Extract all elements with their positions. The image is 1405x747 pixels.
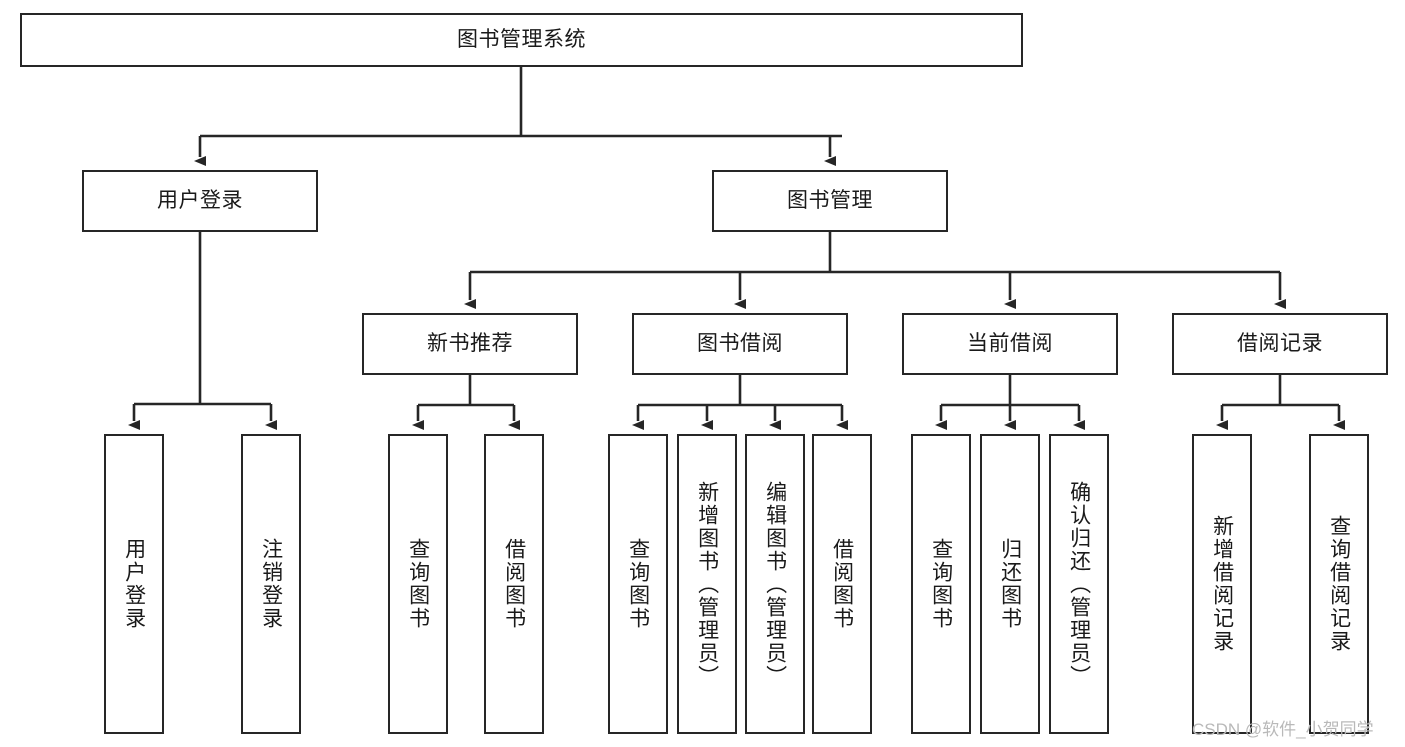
node-current-borrow-label: 当前借阅: [967, 331, 1053, 355]
node-leaf-query-book-2[interactable]: 查询图书: [608, 434, 668, 734]
node-leaf-borrow-book-2[interactable]: 借阅图书: [812, 434, 872, 734]
node-leaf-query-book-2-label: 查询图书: [626, 538, 650, 630]
node-root-label: 图书管理系统: [457, 27, 586, 51]
node-leaf-user-logout-label: 注销登录: [259, 538, 283, 630]
node-leaf-add-book-label: 新增图书（管理员）: [695, 480, 719, 688]
node-leaf-query-book-3[interactable]: 查询图书: [911, 434, 971, 734]
node-leaf-borrow-book-1-label: 借阅图书: [502, 538, 526, 630]
node-borrow-record-label: 借阅记录: [1237, 331, 1323, 355]
node-leaf-query-book-1-label: 查询图书: [406, 538, 430, 630]
node-leaf-edit-book[interactable]: 编辑图书（管理员）: [745, 434, 805, 734]
node-book-borrow-label: 图书借阅: [697, 331, 783, 355]
node-user-login-label: 用户登录: [157, 188, 243, 212]
watermark-text: CSDN @软件_小贺同学: [1192, 720, 1374, 739]
node-leaf-add-record-label: 新增借阅记录: [1210, 515, 1234, 653]
node-leaf-query-book-1[interactable]: 查询图书: [388, 434, 448, 734]
node-leaf-user-logout[interactable]: 注销登录: [241, 434, 301, 734]
node-book-management-label: 图书管理: [787, 188, 873, 212]
node-root[interactable]: 图书管理系统: [20, 13, 1023, 67]
node-leaf-user-login[interactable]: 用户登录: [104, 434, 164, 734]
node-book-borrow[interactable]: 图书借阅: [632, 313, 848, 375]
node-leaf-return-book-label: 归还图书: [998, 538, 1022, 630]
node-leaf-return-book[interactable]: 归还图书: [980, 434, 1040, 734]
node-current-borrow[interactable]: 当前借阅: [902, 313, 1118, 375]
node-leaf-borrow-book-1[interactable]: 借阅图书: [484, 434, 544, 734]
node-leaf-query-record-label: 查询借阅记录: [1327, 515, 1351, 653]
node-book-management[interactable]: 图书管理: [712, 170, 948, 232]
node-borrow-record[interactable]: 借阅记录: [1172, 313, 1388, 375]
node-leaf-borrow-book-2-label: 借阅图书: [830, 538, 854, 630]
node-leaf-add-book[interactable]: 新增图书（管理员）: [677, 434, 737, 734]
node-new-book-recommend[interactable]: 新书推荐: [362, 313, 578, 375]
node-leaf-confirm-return[interactable]: 确认归还（管理员）: [1049, 434, 1109, 734]
node-leaf-add-record[interactable]: 新增借阅记录: [1192, 434, 1252, 734]
node-leaf-user-login-label: 用户登录: [122, 538, 146, 630]
node-leaf-edit-book-label: 编辑图书（管理员）: [763, 480, 787, 688]
node-user-login[interactable]: 用户登录: [82, 170, 318, 232]
node-leaf-confirm-return-label: 确认归还（管理员）: [1067, 480, 1091, 688]
node-leaf-query-record[interactable]: 查询借阅记录: [1309, 434, 1369, 734]
node-leaf-query-book-3-label: 查询图书: [929, 538, 953, 630]
node-new-book-recommend-label: 新书推荐: [427, 331, 513, 355]
